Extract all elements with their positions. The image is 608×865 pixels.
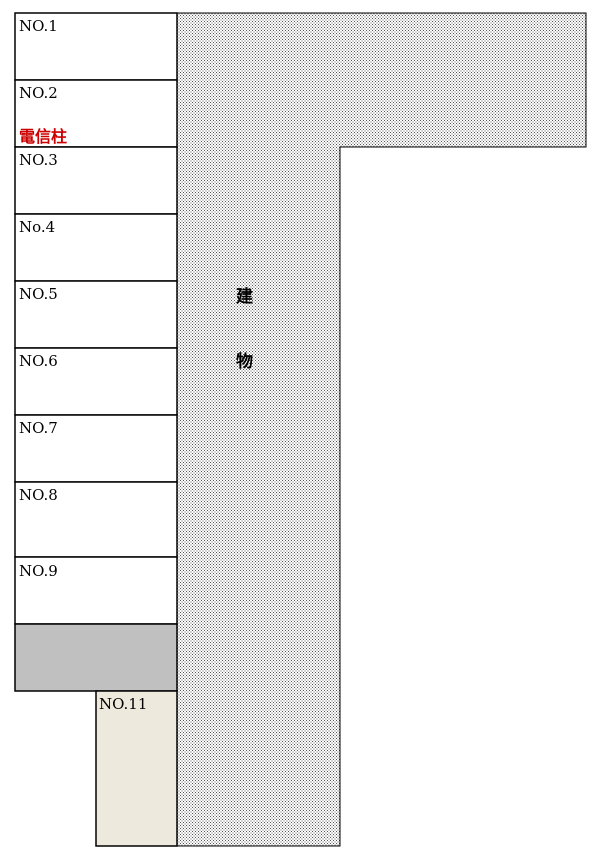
building-label-char-2: 物	[236, 351, 253, 372]
utility-pole-label: 電信柱	[19, 127, 67, 146]
parking-slot-1-label: NO.1	[19, 17, 58, 35]
parking-slot-3	[14, 146, 178, 215]
parking-slot-9-label: NO.9	[19, 562, 58, 580]
building-label-char-1: 建	[236, 286, 253, 307]
parking-column: NO.1 NO.2 電信柱 NO.3 No.4 NO.5 NO.6 NO.7 N…	[14, 12, 178, 692]
parking-slot-11-label: NO.11	[99, 695, 147, 713]
parking-slot-3-label: NO.3	[19, 151, 58, 169]
parking-slot-6	[14, 347, 178, 416]
parking-slot-1	[14, 12, 178, 81]
parking-slot-4	[14, 213, 178, 282]
parking-slot-6-label: NO.6	[19, 352, 58, 370]
parking-slot-5-label: NO.5	[19, 285, 58, 303]
parking-slot-10	[14, 623, 178, 692]
parking-slot-4-label: No.4	[19, 218, 55, 236]
parking-slot-2-label: NO.2	[19, 84, 58, 102]
building-area	[176, 12, 587, 847]
parking-slot-11	[95, 690, 178, 847]
parking-slot-8-label: NO.8	[19, 486, 58, 504]
parking-slot-2	[14, 79, 178, 148]
parking-slot-7-label: NO.7	[19, 419, 58, 437]
parking-slot-8	[14, 481, 178, 558]
